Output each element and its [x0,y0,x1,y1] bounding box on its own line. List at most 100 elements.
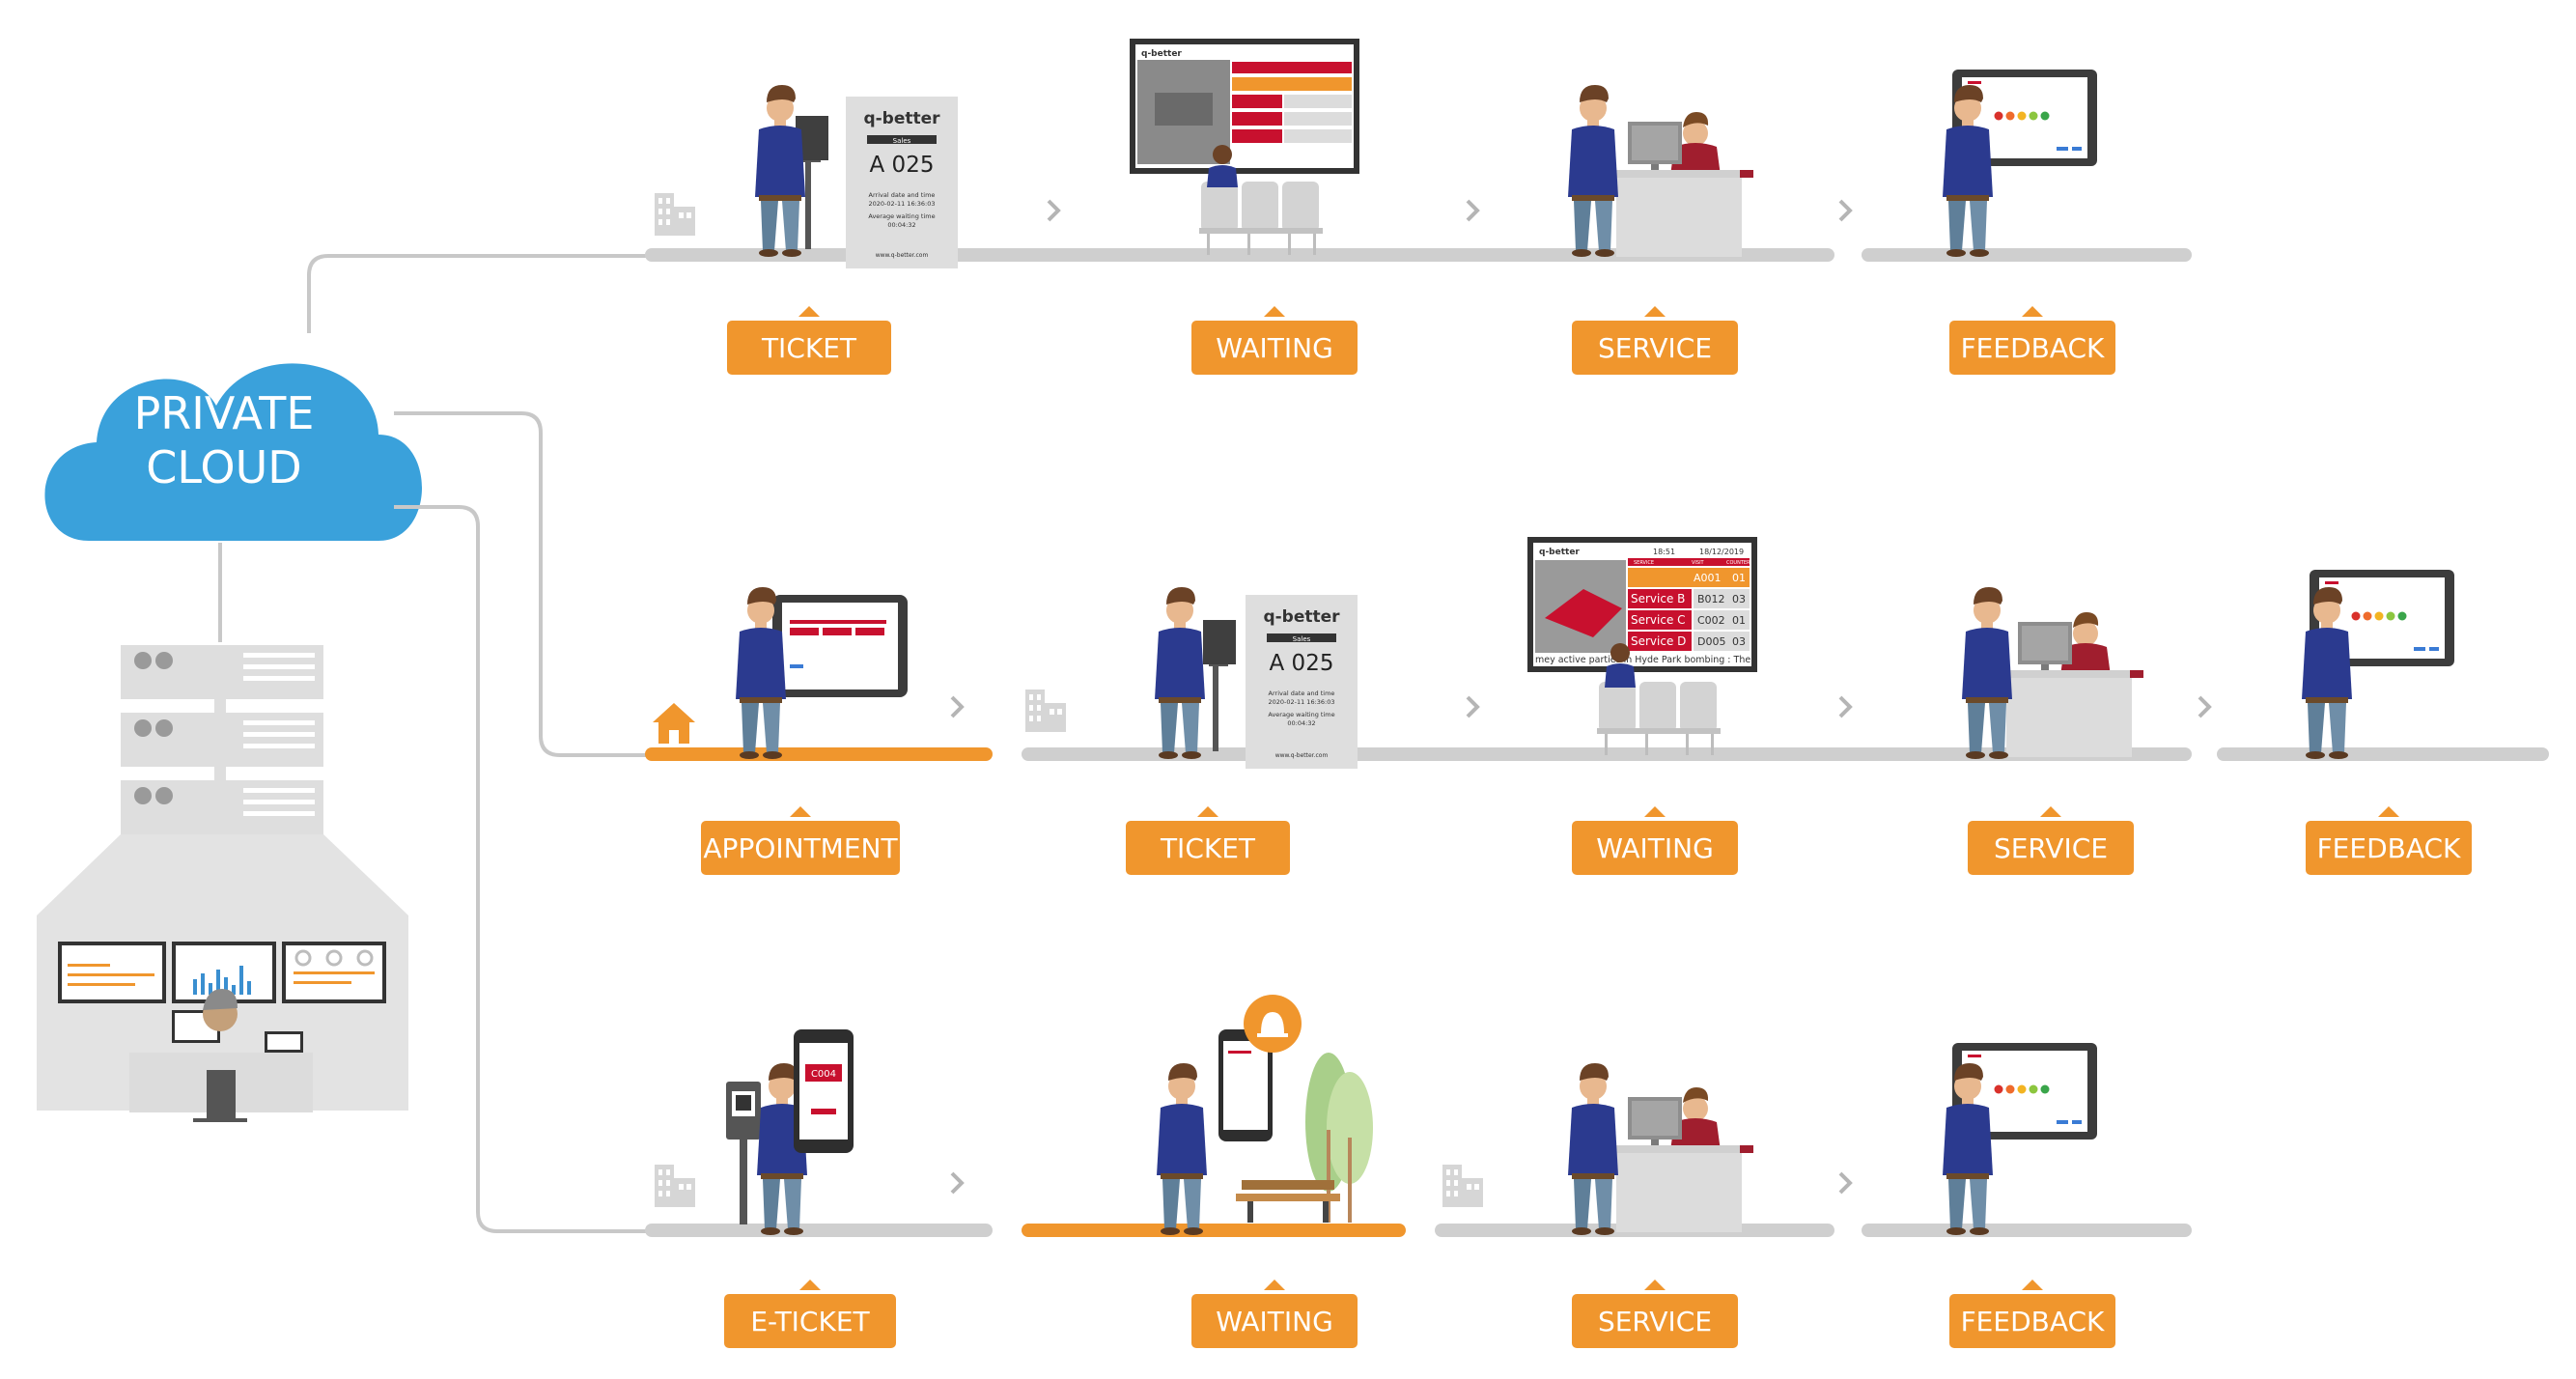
building-icon [1442,1165,1483,1207]
control-room [37,834,408,1122]
step-label-box [1949,1294,2115,1348]
chevron-right-icon [950,1171,965,1195]
pointer-triangle [1264,306,1285,317]
phone-ticket-number: C004 [811,1069,836,1080]
display-row-counter: 03 [1732,593,1746,605]
display-header-counter: COUNTER [1726,560,1750,566]
step-label-box [724,1294,896,1348]
ticket-number: A 025 [1270,651,1334,676]
ticket-department: Sales [1293,635,1311,643]
display-row-ticket: B012 [1697,593,1725,605]
display-header-service: SERVICE [1634,560,1654,566]
row1-waiting-scene: q-better [1130,39,1359,255]
chevron-right-icon [1838,695,1853,718]
display-header-visit: VISIT [1692,560,1705,566]
pointer-triangle [1644,1280,1666,1290]
display-row-counter: 01 [1732,572,1746,584]
step-label-text: TICKET [1160,832,1256,864]
ticket-wait-value: 00:04:32 [1287,719,1315,727]
row3-service-scene [1568,1063,1753,1235]
step-label-text: SERVICE [1598,1306,1712,1337]
step-label-box [2306,821,2472,875]
pointer-triangle [1644,306,1666,317]
row2-service-scene [1962,587,2143,759]
smartphone-notify [1218,995,1302,1141]
park-bench [1236,1180,1340,1223]
chevron-right-icon [950,695,965,718]
step-label-box [1191,1294,1358,1348]
display-row-service: Service B [1631,592,1685,605]
step-label-feedback: FEEDBACK [1949,306,2115,375]
step-label-text: WAITING [1216,332,1333,364]
pointer-triangle [2022,1280,2043,1290]
ticket-number: A 025 [870,153,935,178]
park-tree [1305,1053,1373,1223]
display-row-service: Service C [1631,613,1686,627]
step-label-text: FEEDBACK [1961,332,2105,364]
cloud-label-line2: CLOUD [146,441,301,493]
location-icons [653,193,1483,1207]
row2-ticket-scene: q-better Sales A 025 Arrival date and ti… [1155,587,1358,769]
display-row-service: Service D [1631,634,1686,648]
paper-ticket: q-better Sales A 025 Arrival date and ti… [846,97,958,268]
dashboard-monitors [58,942,386,1003]
step-label-text: FEEDBACK [2317,832,2461,864]
home-icon [653,703,695,744]
building-icon [655,193,695,236]
step-label-box [701,821,900,875]
row1-service-scene [1568,85,1753,257]
cloud-label-line1: PRIVATE [134,387,315,439]
step-label-e-ticket: E-TICKET [724,1280,896,1348]
step-label-text: APPOINTMENT [703,832,898,864]
step-label-feedback: FEEDBACK [1949,1280,2115,1348]
row3-feedback-scene [1943,1043,2097,1235]
step-label-box [1572,1294,1738,1348]
ticket-arrival-value: 2020-02-11 16:36:03 [868,200,935,208]
building-icon [655,1165,695,1207]
step-label-waiting: WAITING [1191,1280,1358,1348]
step-label-waiting: WAITING [1572,806,1738,875]
chevron-right-icon [1466,695,1480,718]
display-ticker: mey active parties in Hyde Park bombing … [1535,655,1750,665]
row3-waiting-scene [1157,995,1373,1235]
step-label-service: SERVICE [1968,806,2134,875]
paper-ticket-2: q-better Sales A 025 Arrival date and ti… [1246,595,1358,769]
pointer-triangle [2378,806,2399,817]
step-label-feedback: FEEDBACK [2306,806,2472,875]
pointer-triangle [2022,306,2043,317]
step-label-box [1949,321,2115,375]
step-label-waiting: WAITING [1191,306,1358,375]
step-label-appointment: APPOINTMENT [701,806,900,875]
ticket-url: www.q-better.com [1275,752,1329,759]
row2-waiting-scene: q-better 18:51 18/12/2019 SERVICE VISIT … [1527,537,1757,755]
row2-appointment-scene [736,587,908,759]
ticket-arrival-label: Arrival date and time [1269,690,1335,697]
server-rack [121,645,323,834]
pointer-triangle [1197,806,1218,817]
step-label-text: E-TICKET [750,1306,870,1337]
display-row-counter: 01 [1732,614,1746,627]
step-label-box [1968,821,2134,875]
row1-feedback-scene [1943,70,2097,257]
building-icon [1025,690,1066,732]
step-label-box [1572,821,1738,875]
bell-icon [1261,1012,1284,1033]
display-row-ticket: D005 [1697,635,1725,648]
step-label-text: SERVICE [1994,832,2108,864]
pointer-triangle [1644,806,1666,817]
step-label-service: SERVICE [1572,306,1738,375]
display-row-counter: 03 [1732,635,1746,648]
brand-logo: q-better [1263,607,1340,627]
chevron-right-icon [1466,199,1480,222]
step-label-service: SERVICE [1572,1280,1738,1348]
pointer-triangle [799,1280,821,1290]
pointer-triangle [1264,1280,1285,1290]
step-chevrons [950,199,2212,1195]
step-label-box [1191,321,1358,375]
chevron-right-icon [1838,199,1853,222]
display-rows: A001 01 Service B B012 03 Service C C002… [1628,568,1750,651]
display-brand: q-better [1539,548,1580,557]
row1-ticket-scene: q-better Sales A 025 Arrival date and ti… [755,85,958,268]
pointer-triangle [2040,806,2061,817]
